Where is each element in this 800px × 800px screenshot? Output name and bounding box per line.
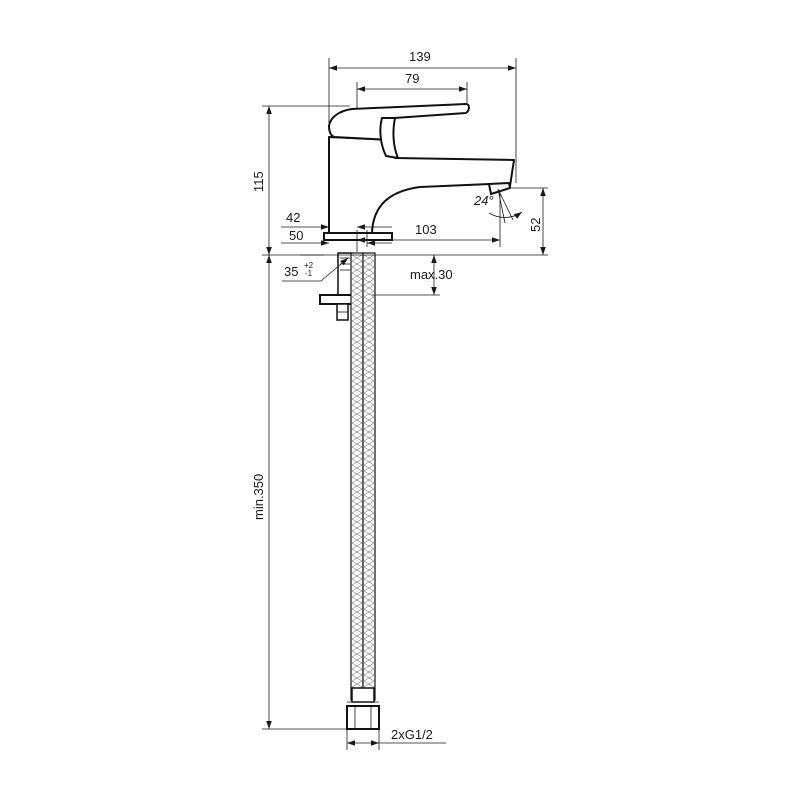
hose-ferrule (351, 687, 375, 703)
dimension-lines (262, 58, 548, 750)
dim-lever-length: 79 (405, 71, 419, 86)
dim-spout-angle: 24° (473, 193, 494, 208)
dim-total-length: 139 (409, 49, 431, 64)
mounting-rod (337, 252, 353, 296)
dim-hole-tol-lower: -1 (305, 269, 313, 278)
dim-base-offset-2: 50 (289, 228, 303, 243)
faucet-body (328, 136, 515, 234)
dim-hose-length: min.350 (251, 474, 266, 520)
dim-spout-height: 52 (528, 218, 543, 232)
dim-base-offset-1: 42 (286, 210, 300, 225)
dimension-labels: 139 79 115 42 50 103 24° 52 35 +2 -1 max… (251, 49, 543, 742)
dim-hole-tol-upper: +2 (304, 261, 314, 270)
lever-stem (379, 117, 399, 159)
dim-connection: 2xG1/2 (391, 727, 433, 742)
base-plate (323, 232, 393, 241)
dim-spout-reach: 103 (415, 222, 437, 237)
lever-handle (328, 103, 470, 141)
dim-hole-diameter: 35 (284, 264, 298, 279)
dim-max-thickness: max.30 (410, 267, 453, 282)
dim-height: 115 (251, 171, 266, 192)
hose-connector-nut (346, 705, 380, 730)
